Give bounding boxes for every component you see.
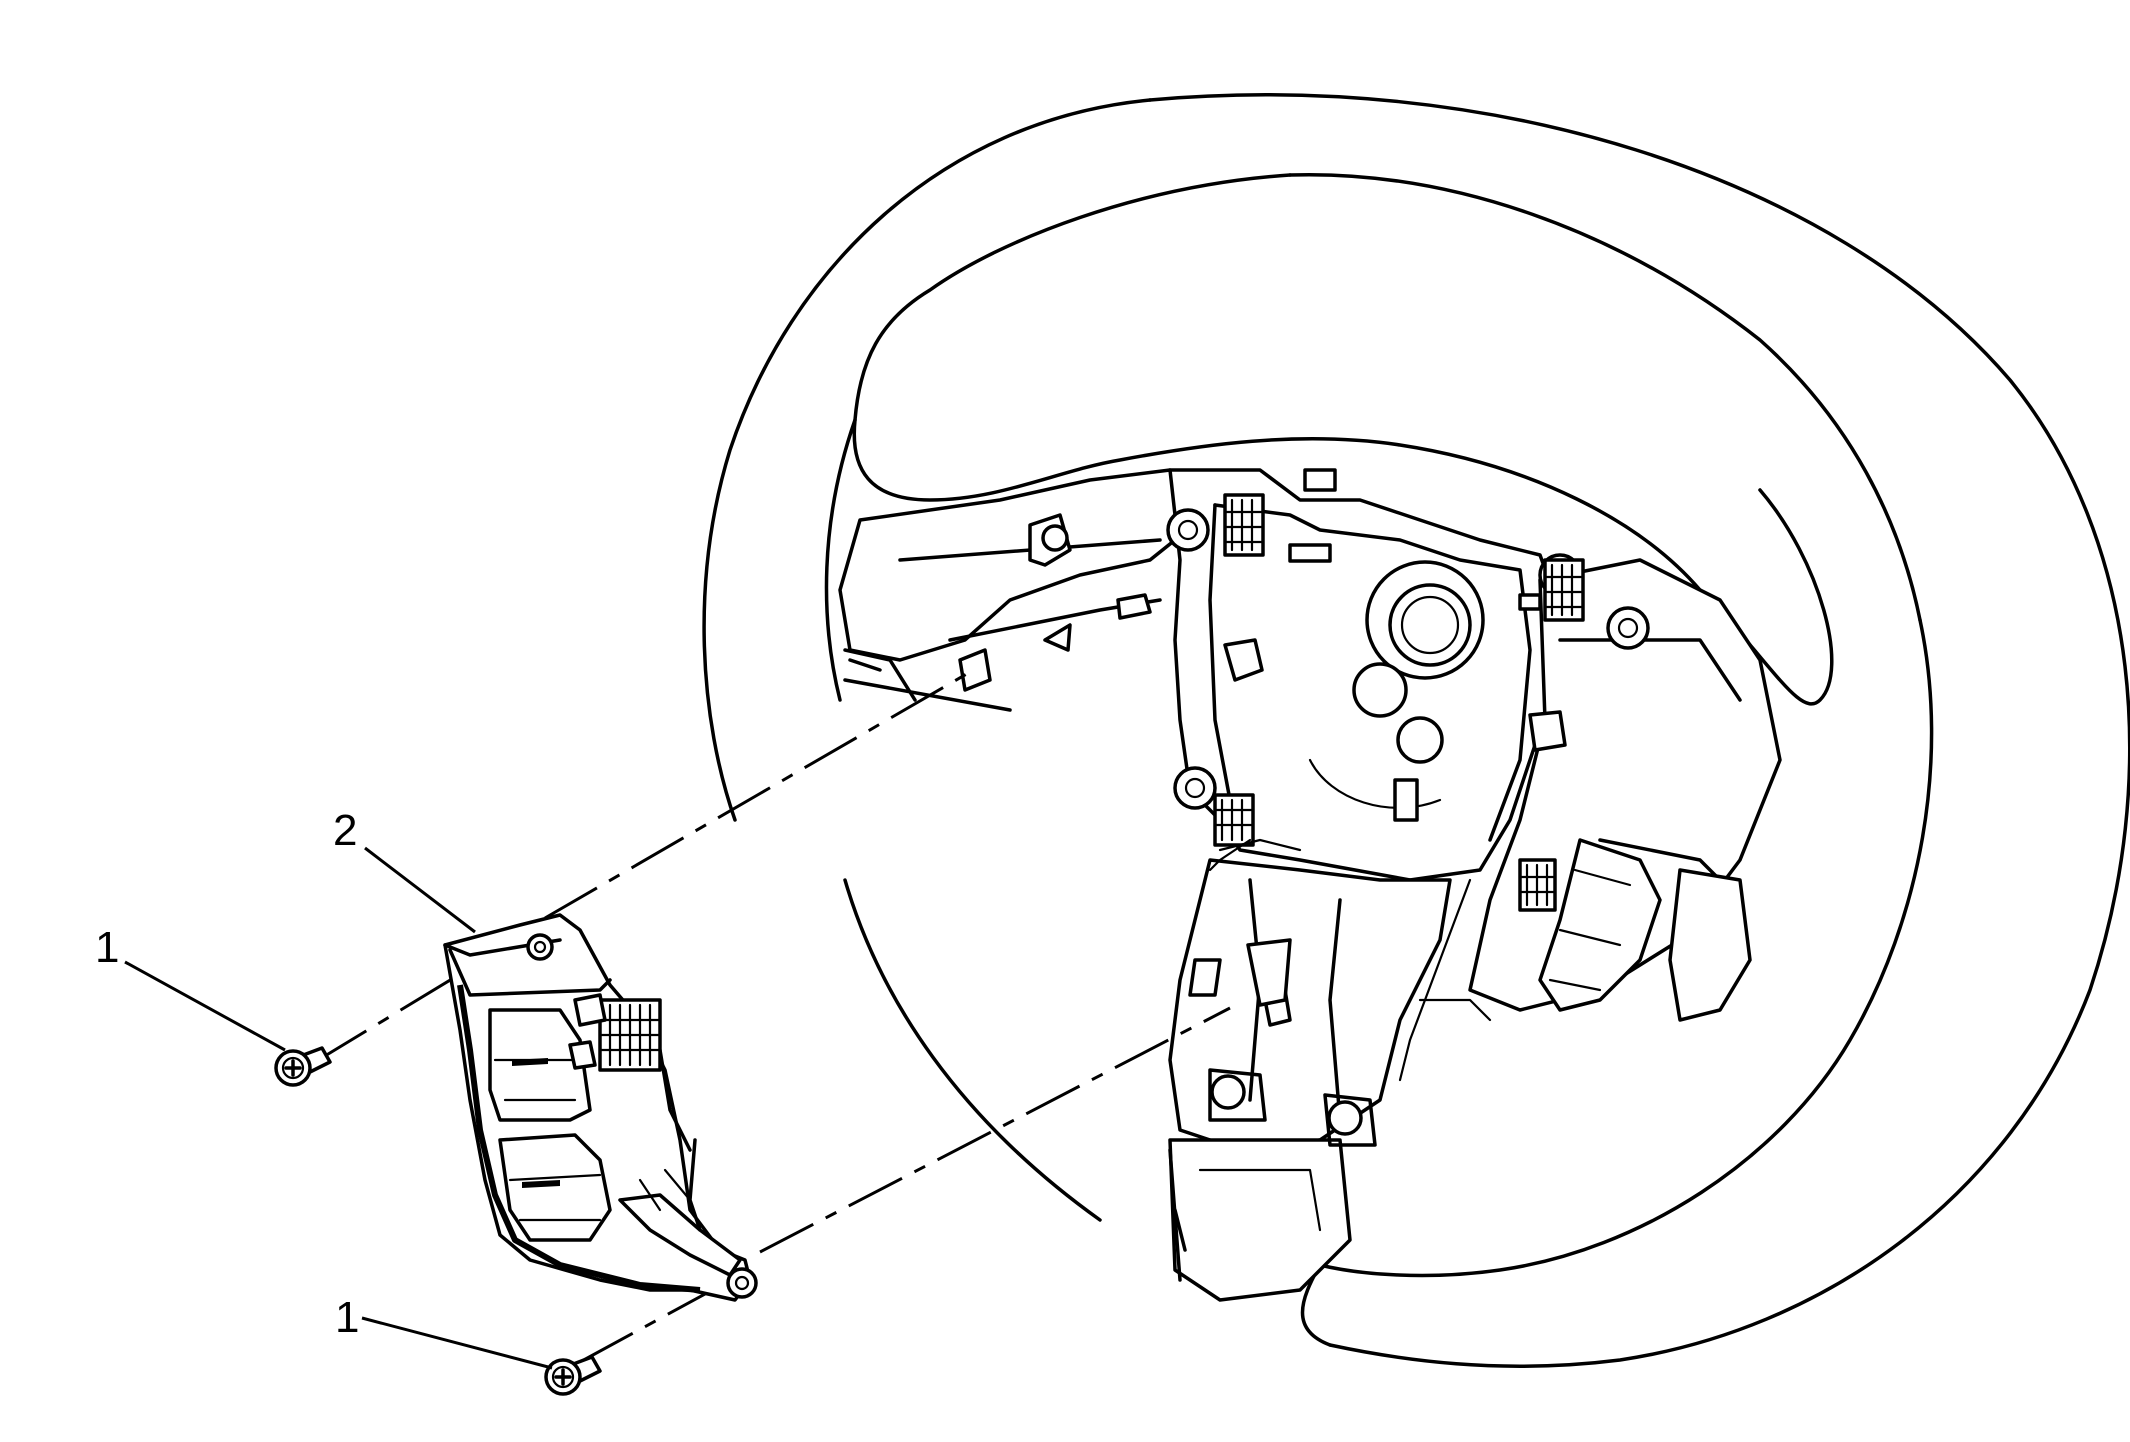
steering-wheel-rim <box>702 93 2130 1368</box>
callout-screw-bottom: 1 <box>335 1293 553 1370</box>
callout-switch: 2 <box>333 806 476 934</box>
callout-label-1-top: 1 <box>95 923 119 972</box>
steering-wheel-control-switch <box>443 913 758 1302</box>
alignment-lines <box>314 670 1231 1364</box>
screw-bottom <box>544 1355 602 1396</box>
callout-label-2: 2 <box>333 806 357 855</box>
steering-wheel-hub <box>838 468 1782 1302</box>
callout-label-1-bottom: 1 <box>335 1293 359 1342</box>
callout-screw-top: 1 <box>95 923 286 1052</box>
screw-top <box>274 1046 332 1087</box>
